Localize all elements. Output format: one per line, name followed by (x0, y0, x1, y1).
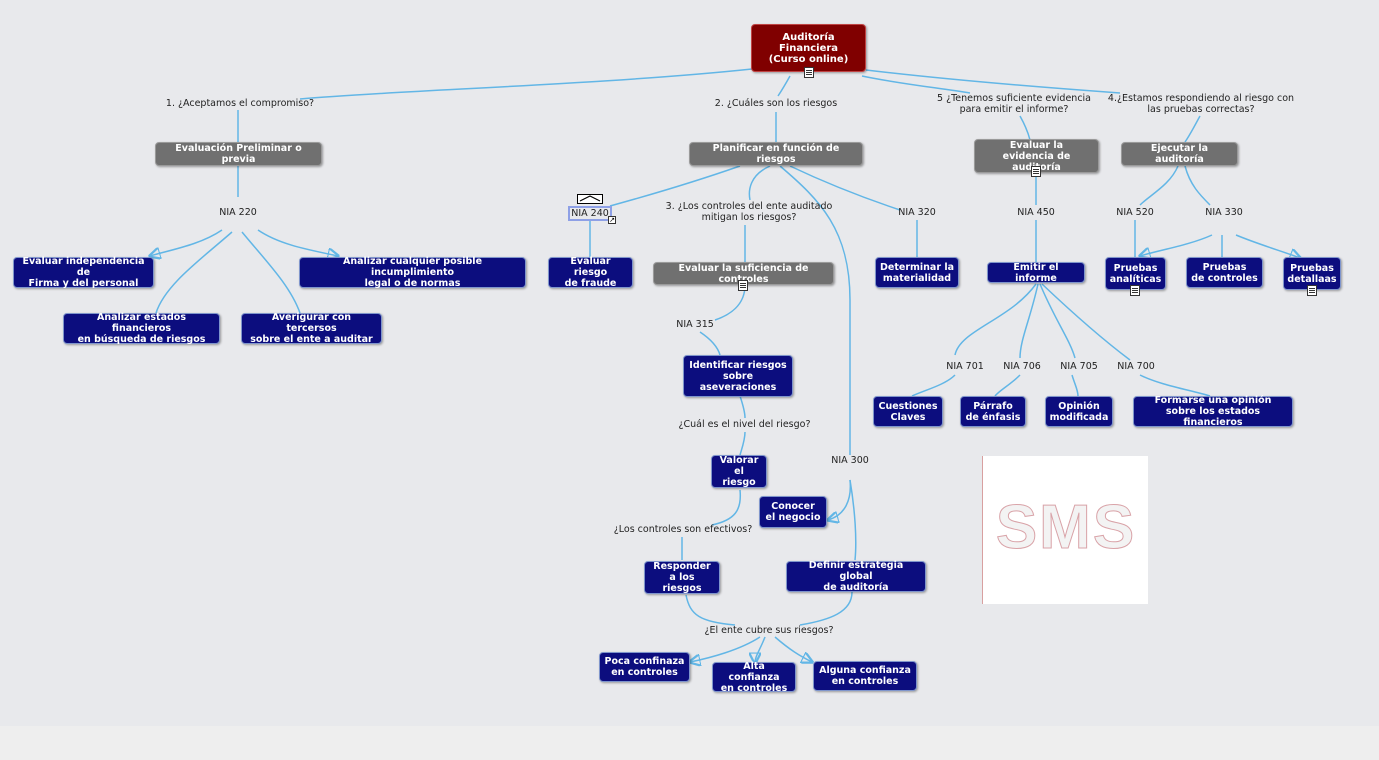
link-identificar-nivel (739, 395, 746, 419)
link-nia315-identificar (699, 331, 721, 356)
link-plan-nia300 (779, 165, 851, 455)
link-nia700-formarse (1139, 374, 1211, 397)
link-emitir-opinion (1039, 283, 1076, 359)
link-valorar-efectivos (711, 489, 742, 526)
link-emitir-parrafo (1019, 283, 1039, 359)
link-nia701-cuestiones (911, 374, 956, 397)
question-controls-effective: ¿Los controles son efectivos? (613, 524, 753, 535)
link-cubre-alta (755, 636, 766, 663)
note-icon[interactable] (1031, 166, 1041, 177)
label-nia240[interactable]: NIA 240 (568, 206, 612, 221)
connection-lines (0, 68, 1379, 726)
link-nia705-opinion (1071, 374, 1079, 397)
link-nia330-detallaas (1235, 234, 1300, 258)
question-risk-level: ¿Cuál es el nivel del riesgo? (678, 419, 811, 430)
node-global-strategy[interactable]: Definir estrategia global de auditoría (786, 560, 926, 593)
label-nia705: NIA 705 (1060, 361, 1098, 372)
concept-map-canvas: Auditoría Financiera (Curso online) 1. ¿… (0, 24, 1379, 726)
link-q4-ejecutar (1184, 115, 1201, 143)
node-financial-statements[interactable]: Analizar estados financieros en búsqueda… (63, 312, 220, 345)
node-execute-audit[interactable]: Ejecutar la auditoría (1121, 142, 1238, 166)
node-noncompliance[interactable]: Analizar cualquier posible incumplimient… (299, 256, 526, 289)
link-emitir-formarse (1041, 283, 1131, 361)
node-issue-report[interactable]: Emitir el informe (987, 262, 1085, 284)
node-materiality[interactable]: Determinar la materialidad (875, 257, 959, 288)
link-root-q5 (861, 75, 971, 94)
label-nia300: NIA 300 (831, 455, 869, 466)
node-key-matters[interactable]: Cuestiones Claves (873, 396, 943, 427)
label-nia520: NIA 520 (1116, 207, 1154, 218)
link-nia706-parrafo (994, 374, 1021, 397)
link-q5-evaluar (1019, 115, 1031, 141)
node-control-sufficiency[interactable]: Evaluar la suficiencia de controles (653, 262, 834, 285)
link-nia220-estados (155, 231, 233, 314)
label-nia701: NIA 701 (946, 361, 984, 372)
note-icon[interactable] (738, 280, 748, 291)
label-nia700: NIA 700 (1117, 361, 1155, 372)
root-title: Auditoría Financiera (Curso online) (768, 31, 849, 65)
label-nia220: NIA 220 (219, 207, 257, 218)
node-know-business[interactable]: Conocer el negocio (759, 496, 827, 528)
link-nia220-terceros (241, 231, 301, 314)
node-independence[interactable]: Evaluar independencia de Firma y del per… (13, 256, 154, 289)
link-root-q1 (299, 68, 753, 100)
node-control-tests[interactable]: Pruebas de controles (1186, 257, 1263, 288)
link-cubre-alguna (774, 636, 812, 662)
link-emitir-cuestiones (954, 283, 1037, 356)
note-icon[interactable] (804, 67, 814, 78)
node-preliminary-evaluation[interactable]: Evaluación Preliminar o previa (155, 142, 322, 166)
node-high-confidence[interactable]: Alta confianza en controles (712, 661, 796, 694)
note-icon[interactable] (1307, 285, 1317, 296)
link-nia220-incumpl (257, 229, 338, 256)
link-plan-q3 (748, 165, 771, 201)
node-emphasis-paragraph[interactable]: Párrafo de énfasis (960, 396, 1026, 427)
note-icon[interactable] (1130, 285, 1140, 296)
label-nia315: NIA 315 (676, 319, 714, 330)
node-identify-risks[interactable]: Identificar riesgos sobre aseveraciones (683, 355, 793, 397)
node-low-confidence[interactable]: Poca confinaza en controles (599, 652, 690, 682)
question-accept: 1. ¿Aceptamos el compromiso? (165, 98, 315, 109)
link-estrategia-cubre (799, 591, 853, 626)
link-responder-cubre (685, 594, 736, 626)
question-responding: 4.¿Estamos respondiendo al riesgo con la… (1107, 93, 1295, 115)
link-nia330-analiticas (1140, 234, 1213, 256)
node-fraud-risk[interactable]: Evaluar riesgo de fraude (548, 256, 633, 289)
link-ejecutar-nia330 (1184, 165, 1211, 206)
link-nia220-indep (150, 229, 223, 256)
link-plan-nia320 (789, 165, 901, 211)
node-modified-opinion[interactable]: Opinión modificada (1045, 396, 1113, 427)
root-node[interactable]: Auditoría Financiera (Curso online) (751, 24, 866, 72)
question-controls: 3. ¿Los controles del ente auditado miti… (665, 201, 833, 223)
sms-logo-image: SMS (982, 456, 1148, 604)
node-some-confidence[interactable]: Alguna confianza en controles (813, 661, 917, 691)
label-nia450: NIA 450 (1017, 207, 1055, 218)
node-assess-risk[interactable]: Valorar el riesgo (711, 455, 767, 488)
link-nia300-conocer (828, 479, 852, 520)
node-plan-risks[interactable]: Planificar en función de riesgos (689, 142, 863, 166)
node-third-parties[interactable]: Averigurar con tercersos sobre el ente a… (241, 312, 382, 345)
sms-logo-text: SMS (996, 493, 1136, 562)
question-evidence: 5 ¿Tenemos suficiente evidencia para emi… (937, 93, 1091, 115)
label-nia330: NIA 330 (1205, 207, 1243, 218)
link-root-q2 (777, 75, 791, 97)
node-form-opinion[interactable]: Formarse una opinión sobre los estados f… (1133, 395, 1293, 428)
node-analytical-tests[interactable]: Pruebas analíticas (1105, 257, 1166, 290)
link-cubre-poca (690, 636, 761, 662)
question-covers-risks: ¿El ente cubre sus riesgos? (704, 625, 834, 636)
link-ejecutar-nia520 (1139, 165, 1179, 206)
link-root-q4 (865, 69, 1121, 94)
link-nia300-estrategia (849, 479, 857, 561)
label-nia706: NIA 706 (1003, 361, 1041, 372)
node-respond-risks[interactable]: Responder a los riesgos (644, 561, 720, 594)
link-icon[interactable]: ↗ (608, 216, 616, 224)
label-nia320: NIA 320 (898, 207, 936, 218)
link-plan-nia240 (609, 165, 741, 207)
connection-handle-icon[interactable] (577, 194, 603, 204)
question-risks: 2. ¿Cuáles son los riesgos (714, 98, 838, 109)
link-nivel-valorar (739, 431, 746, 456)
